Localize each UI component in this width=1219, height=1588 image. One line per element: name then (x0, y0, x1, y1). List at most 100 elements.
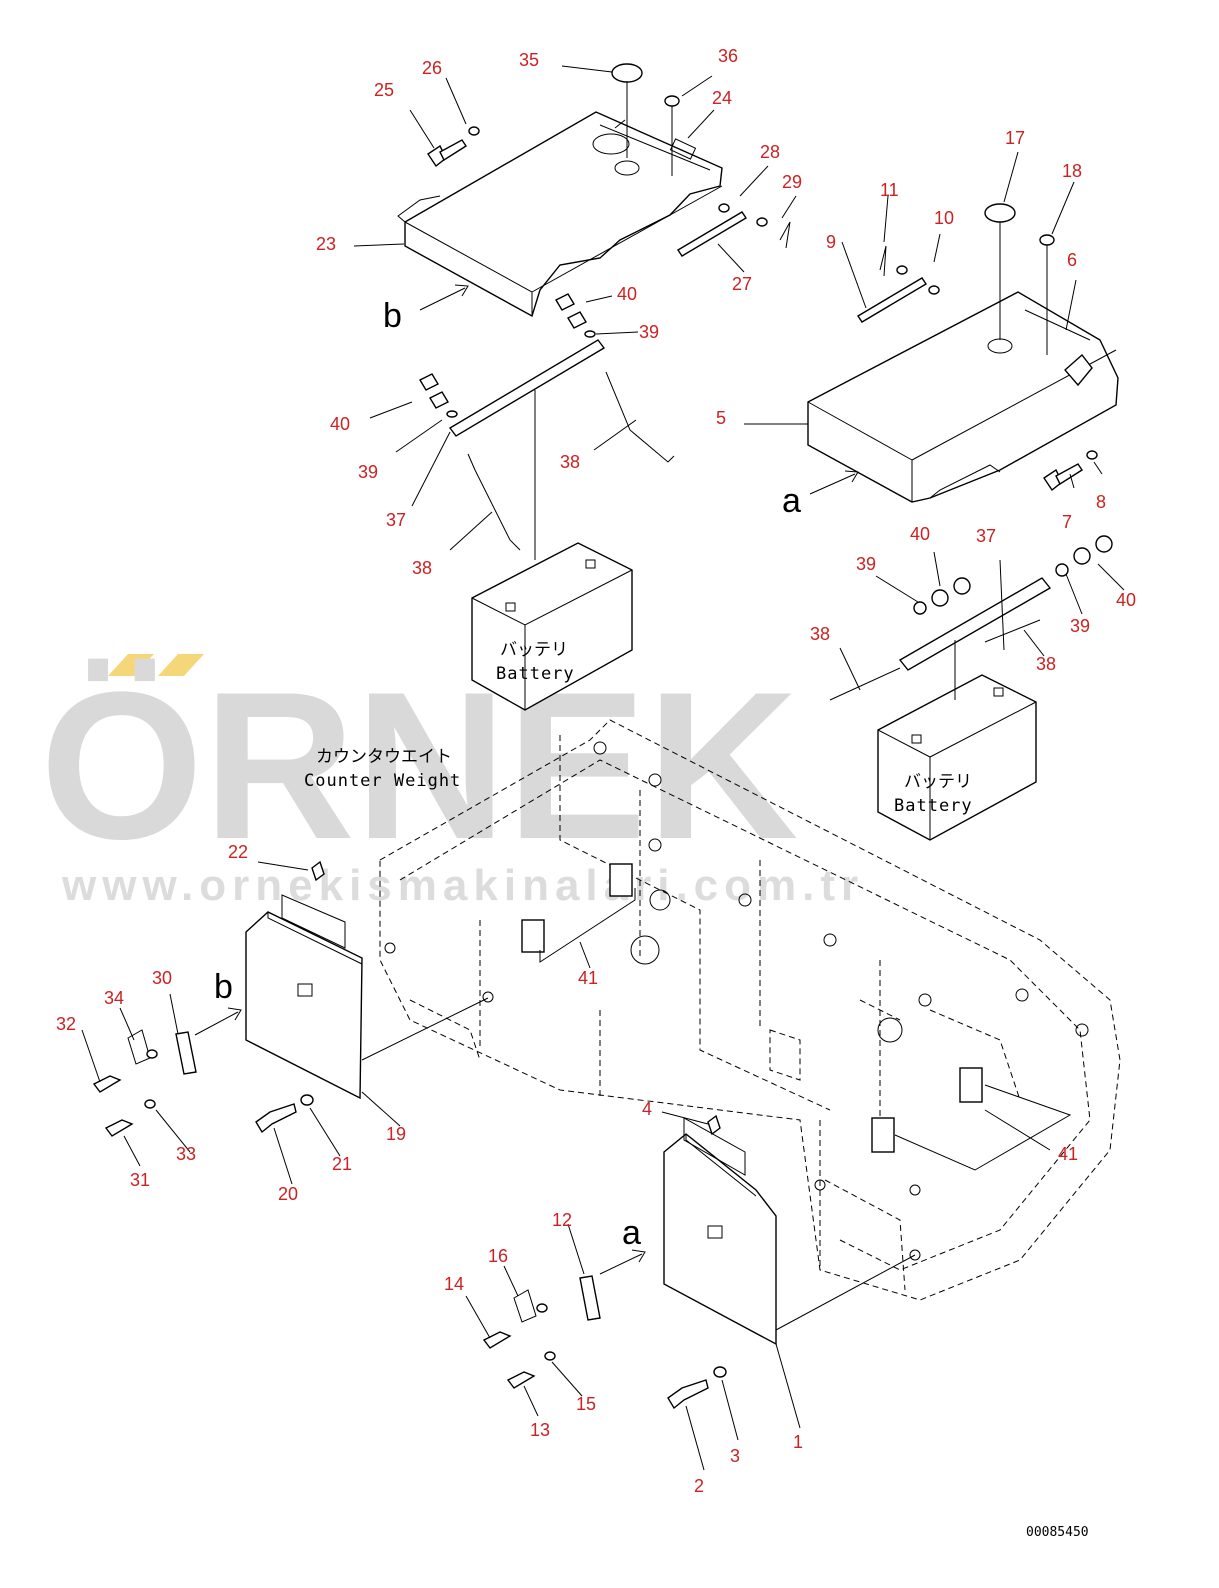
callout-29: 29 (782, 172, 802, 192)
plate-16 (513, 1289, 537, 1323)
callout-3: 3 (730, 1446, 740, 1466)
callout-39c: 39 (856, 554, 876, 574)
washer-39a (584, 330, 596, 338)
washer-39d (1055, 563, 1069, 577)
callout-5: 5 (716, 408, 726, 428)
callout-40a: 40 (617, 284, 637, 304)
washer-39b (446, 410, 458, 418)
washer-16 (536, 1303, 548, 1313)
counter-weight-label-jp: カウンタウエイト (316, 747, 452, 767)
callout-39d: 39 (1070, 616, 1090, 636)
side-cover-1 (663, 1117, 777, 1346)
callout-38c: 38 (1036, 654, 1056, 674)
view-label-a-upper: a (782, 482, 801, 520)
callout-20: 20 (278, 1184, 298, 1204)
bolt-31 (104, 1119, 134, 1137)
bolt-4 (707, 1114, 721, 1136)
callout-21: 21 (332, 1154, 352, 1174)
washer-21 (300, 1094, 314, 1106)
bolt-14 (482, 1331, 512, 1349)
view-label-b-upper: b (383, 297, 402, 335)
plate-34 (127, 1029, 151, 1065)
callout-37a: 37 (386, 510, 406, 530)
split-pin-29 (779, 221, 791, 249)
washer-10b (928, 285, 940, 295)
callout-39a: 39 (639, 322, 659, 342)
callout-18: 18 (1062, 161, 1082, 181)
callout-14: 14 (444, 1274, 464, 1294)
view-label-a-lower: a (622, 1214, 641, 1252)
nut-40g (1073, 547, 1091, 565)
callout-34: 34 (104, 988, 124, 1008)
battery-tray-bracket-left (521, 863, 636, 963)
leader-lines (81, 65, 1125, 1471)
washer-34 (146, 1049, 158, 1059)
view-arrow-a-lower (599, 1249, 646, 1275)
counter-weight-label-en: Counter Weight (304, 771, 461, 791)
plug-18 (1039, 234, 1055, 246)
bolt-22 (311, 860, 325, 882)
watermark: ÖRNEK www.ornekismakinalari.com.tr (40, 648, 858, 910)
battery-left-label-en: Battery (496, 664, 575, 684)
callouts: 35 36 24 26 25 28 29 27 23 40 39 40 39 3… (56, 46, 1136, 1496)
nut-40f (953, 577, 971, 595)
callout-41b: 41 (1058, 1144, 1078, 1164)
assembly-line-19 (361, 997, 489, 1061)
view-arrow-b-lower (194, 1007, 242, 1036)
callout-31: 31 (130, 1170, 150, 1190)
battery-right-label-jp: バッテリ (904, 772, 972, 792)
nut-40a (555, 293, 575, 311)
callout-37b: 37 (976, 526, 996, 546)
callout-6: 6 (1067, 250, 1077, 270)
umlaut-mark-right (158, 654, 204, 676)
bolt-20 (255, 1103, 297, 1134)
callout-2: 2 (694, 1476, 704, 1496)
callout-30: 30 (152, 968, 172, 988)
washer-39c (913, 601, 927, 615)
battery-cover-upper (397, 111, 723, 318)
washer-33 (144, 1099, 156, 1109)
watermark-brand: ÖRNEK (40, 648, 798, 883)
hook-bolts-38-upper (467, 371, 675, 551)
callout-23: 23 (316, 234, 336, 254)
callout-15: 15 (576, 1394, 596, 1414)
cap-17 (984, 203, 1016, 223)
callout-26: 26 (422, 58, 442, 78)
nut-40e (931, 589, 949, 607)
bolt-32 (92, 1075, 122, 1093)
counter-weight-frame (379, 719, 1121, 1301)
callout-38d: 38 (810, 624, 830, 644)
battery-left-label-jp: バッテリ (500, 640, 568, 660)
callout-1: 1 (793, 1432, 803, 1452)
umlaut-mark-left (108, 654, 154, 676)
washer-3 (713, 1366, 727, 1378)
bolt-7 (1043, 463, 1083, 492)
latch-12 (579, 1275, 601, 1321)
callout-33: 33 (176, 1144, 196, 1164)
washer-15 (544, 1351, 556, 1361)
bolt-13 (506, 1371, 536, 1389)
callout-40d: 40 (1116, 590, 1136, 610)
battery-right-label-en: Battery (894, 796, 973, 816)
pin-9 (857, 277, 927, 323)
battery-cover-lower (807, 291, 1119, 503)
drawing-number: 00085450 (1026, 1525, 1089, 1540)
cap-35 (611, 63, 643, 83)
nut-40c (419, 373, 439, 391)
nut-40h (1095, 535, 1113, 553)
callout-35: 35 (519, 50, 539, 70)
view-arrow-a-upper (809, 470, 859, 495)
nut-40d (429, 391, 449, 409)
callout-9: 9 (826, 232, 836, 252)
washer-28b (756, 217, 768, 227)
callout-41a: 41 (578, 968, 598, 988)
callout-28: 28 (760, 142, 780, 162)
nut-40b (567, 311, 587, 329)
bolt-2 (667, 1379, 709, 1410)
bolt-25 (427, 139, 467, 168)
battery-left (471, 542, 633, 711)
assembly-lines-caps (626, 82, 1048, 355)
hook-bolts-38-lower (829, 619, 1041, 701)
